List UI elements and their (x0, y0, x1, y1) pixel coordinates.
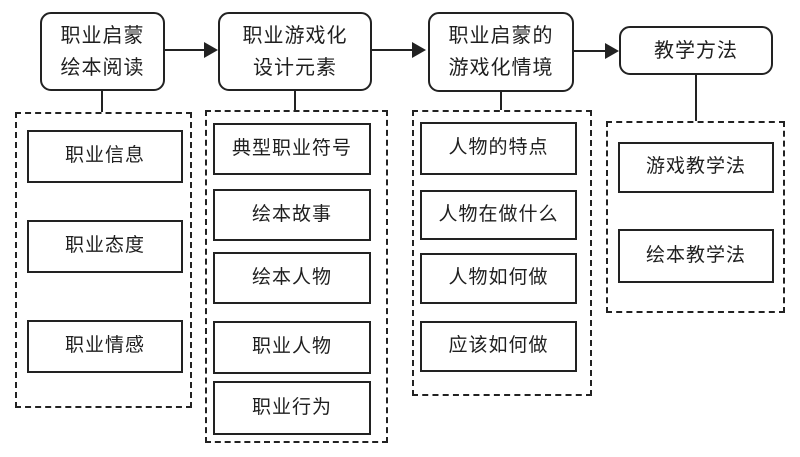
header-line: 职业启蒙的 (448, 25, 554, 47)
item-box: 人物在做什么 (420, 190, 577, 240)
flow-arrow-line-2 (372, 49, 415, 51)
connector-line-1 (101, 91, 103, 112)
group-container-picture-book-reading (15, 112, 192, 408)
item-box: 职业态度 (27, 220, 183, 273)
item-box: 绘本人物 (213, 252, 371, 304)
connector-line-4 (695, 75, 697, 121)
stage-header-picture-book-reading: 职业启蒙 绘本阅读 (40, 12, 165, 91)
item-box: 人物如何做 (420, 253, 577, 304)
flow-arrow-head-3 (605, 43, 619, 59)
header-line: 游戏化情境 (448, 57, 554, 79)
item-box: 职业行为 (213, 381, 371, 435)
header-line: 职业游戏化 (242, 24, 348, 47)
item-box: 绘本故事 (213, 189, 371, 241)
group-container-teaching-methods (606, 121, 785, 313)
item-box: 职业情感 (27, 320, 183, 373)
item-box: 游戏教学法 (618, 142, 774, 193)
item-box: 应该如何做 (420, 321, 577, 372)
group-container-gamified-context (412, 110, 592, 396)
item-box: 典型职业符号 (213, 123, 371, 175)
connector-line-3 (500, 92, 502, 110)
item-box: 职业信息 (27, 130, 183, 183)
header-line: 设计元素 (253, 56, 337, 79)
group-container-design-elements (205, 110, 388, 443)
connector-line-2 (294, 91, 296, 110)
item-box: 绘本教学法 (618, 229, 774, 283)
item-box: 职业人物 (213, 321, 371, 374)
stage-header-teaching-methods: 教学方法 (619, 26, 773, 75)
header-line: 教学方法 (654, 39, 738, 62)
header-line: 职业启蒙 (60, 24, 145, 47)
flow-arrow-head-1 (204, 42, 218, 58)
item-box: 人物的特点 (420, 122, 577, 175)
header-line: 绘本阅读 (60, 56, 145, 79)
stage-header-design-elements: 职业游戏化 设计元素 (218, 12, 372, 91)
flow-arrow-line-3 (574, 50, 607, 52)
stage-header-gamified-context: 职业启蒙的 游戏化情境 (428, 12, 574, 92)
flow-arrow-line-1 (165, 49, 207, 51)
flow-arrow-head-2 (412, 42, 426, 58)
